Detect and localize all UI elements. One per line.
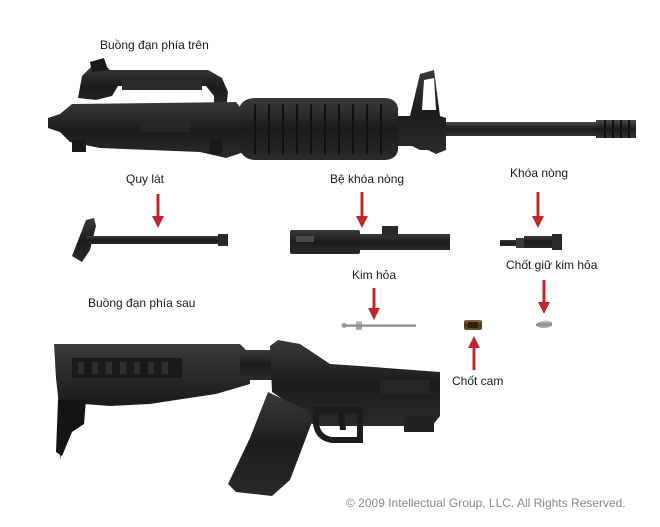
- bolt-part: [500, 234, 562, 250]
- arrow-charging-handle: [152, 194, 164, 228]
- label-upper-receiver: Buồng đạn phía trên: [100, 38, 209, 52]
- firing-pin-retainer-part: [536, 320, 552, 328]
- label-bolt: Khóa nòng: [510, 166, 569, 180]
- arrow-firing-pin: [368, 288, 380, 320]
- label-lower-receiver: Buồng đạn phía sau: [88, 296, 196, 310]
- label-cam-pin: Chốt cam: [452, 374, 504, 388]
- label-bolt-carrier: Bệ khóa nòng: [330, 172, 405, 186]
- lower-receiver-part: [54, 340, 440, 496]
- arrow-bolt-carrier: [356, 192, 368, 228]
- bolt-carrier-part: [290, 226, 450, 254]
- firing-pin-part: [341, 321, 416, 330]
- arrows: [152, 192, 550, 370]
- cam-pin-part: [464, 320, 482, 330]
- arrow-firing-pin-retainer: [538, 280, 550, 314]
- copyright-notice: © 2009 Intellectual Group, LLC. All Righ…: [346, 496, 626, 510]
- upper-receiver-part: [48, 58, 636, 160]
- arrow-bolt: [532, 192, 544, 228]
- label-firing-pin: Kim hỏa: [352, 268, 397, 282]
- label-charging-handle: Quy lát: [126, 172, 165, 186]
- charging-handle-part: [72, 218, 228, 262]
- arrow-cam-pin: [468, 336, 480, 370]
- label-firing-pin-retainer: Chốt giữ kim hỏa: [506, 258, 598, 272]
